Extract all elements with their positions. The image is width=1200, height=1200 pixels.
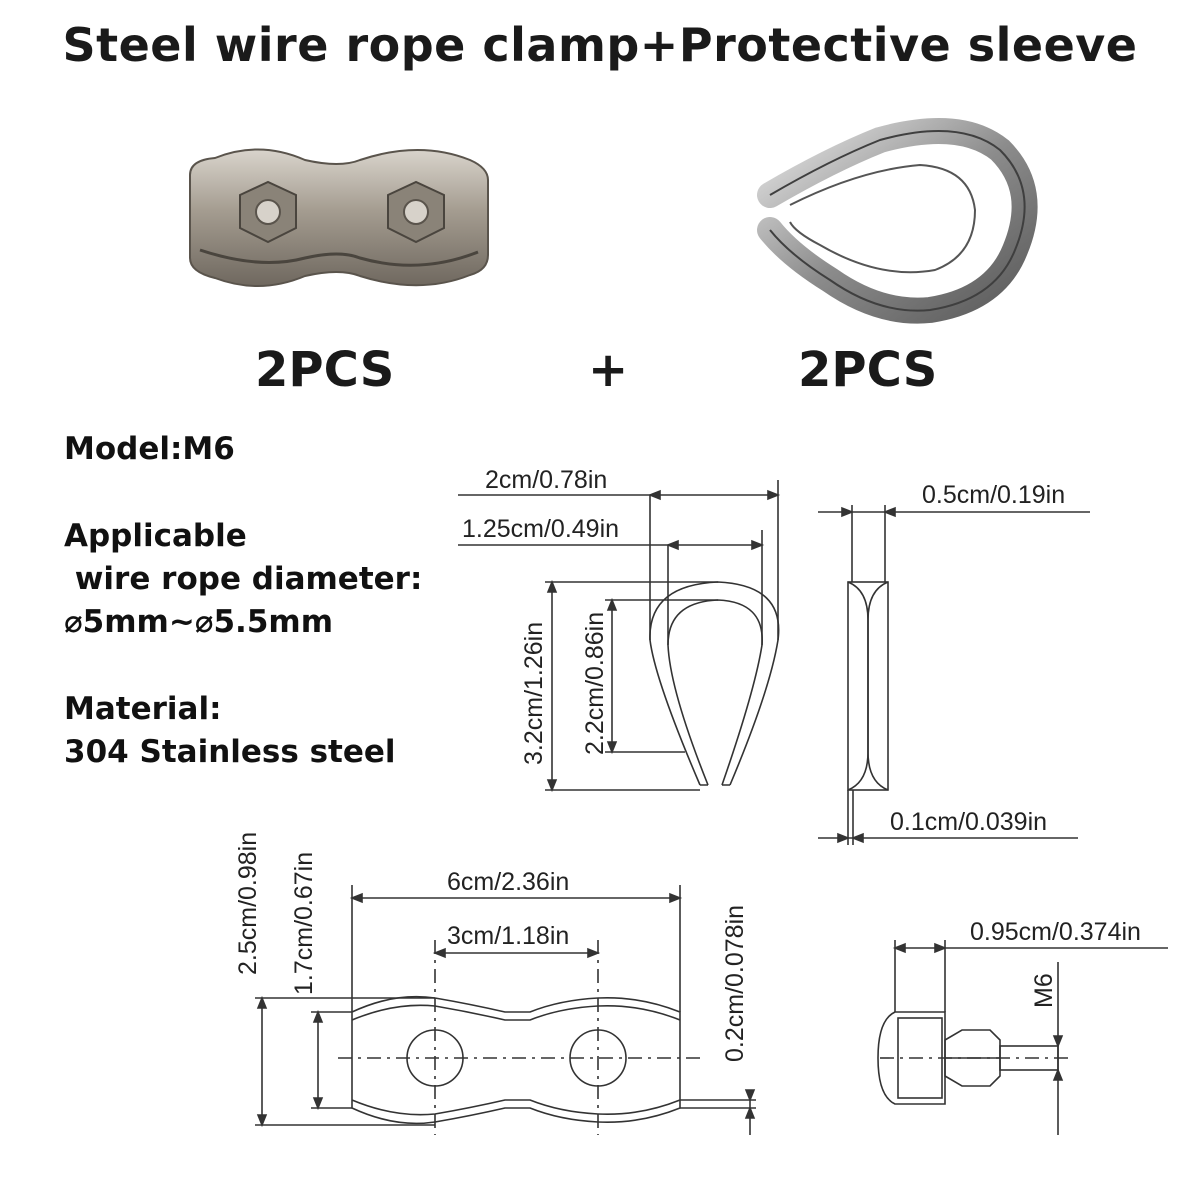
thimble-height-dim: [545, 579, 718, 793]
spec-model: Model:M6: [64, 431, 235, 467]
bolt-length-dim: [892, 940, 1168, 1012]
thimble-inner-width-dim: [458, 530, 765, 645]
clamp-inner-height-dim: [311, 1009, 352, 1111]
clamp-front-view: [338, 940, 700, 1135]
clamp-photo: [189, 148, 489, 287]
thimble-inner-height-label: 2.2cm/0.86in: [581, 612, 609, 755]
clamp-plate-thickness-label: 0.2cm/0.078in: [721, 905, 749, 1062]
clamp-bolt-spacing-dim: [432, 947, 601, 959]
clamp-nut-left: [239, 180, 297, 244]
clamp-length-dim: [349, 885, 683, 1012]
page-title: Steel wire rope clamp+Protective sleeve: [62, 18, 1138, 72]
clamp-length-label: 6cm/2.36in: [447, 868, 569, 896]
bolt-length-label: 0.95cm/0.374in: [970, 918, 1141, 946]
thimble-groove-dim: [818, 505, 1090, 582]
plus-sign: +: [588, 342, 629, 398]
clamp-nut-right: [387, 180, 445, 244]
thimble-width-dim: [458, 480, 781, 640]
clamp-side-view: [877, 1011, 1070, 1105]
thimble-thickness-dim: [818, 790, 1078, 845]
clamp-quantity: 2PCS: [255, 342, 395, 398]
spec-material-label: Material:: [64, 691, 222, 727]
spec-material-value: 304 Stainless steel: [64, 734, 396, 770]
spec-applicable-label: Applicable: [64, 518, 247, 554]
thimble-thickness-label: 0.1cm/0.039in: [890, 808, 1047, 836]
thimble-groove-label: 0.5cm/0.19in: [922, 481, 1065, 509]
spec-applicable-diameter-value: ⌀5mm~⌀5.5mm: [64, 604, 333, 640]
thimble-width-label: 2cm/0.78in: [485, 466, 607, 494]
thimble-inner-width-label: 1.25cm/0.49in: [462, 515, 619, 543]
clamp-inner-height-label: 1.7cm/0.67in: [290, 852, 318, 995]
thimble-height-label: 3.2cm/1.26in: [520, 622, 548, 765]
thimble-photo: [757, 118, 1038, 324]
thimble-inner-height-dim: [605, 597, 718, 755]
clamp-bolt-spacing-label: 3cm/1.18in: [447, 922, 569, 950]
thimble-front-view: [649, 581, 780, 786]
clamp-outer-height-dim: [255, 995, 435, 1128]
sleeve-quantity: 2PCS: [798, 342, 938, 398]
clamp-outer-height-label: 2.5cm/0.98in: [234, 832, 262, 975]
thimble-side-view: [847, 581, 889, 791]
bolt-thread-label: M6: [1030, 973, 1058, 1008]
bolt-thread-dim: [1052, 962, 1064, 1135]
spec-applicable-diameter-label: wire rope diameter:: [64, 561, 423, 597]
clamp-plate-thickness-dim: [680, 1089, 756, 1135]
